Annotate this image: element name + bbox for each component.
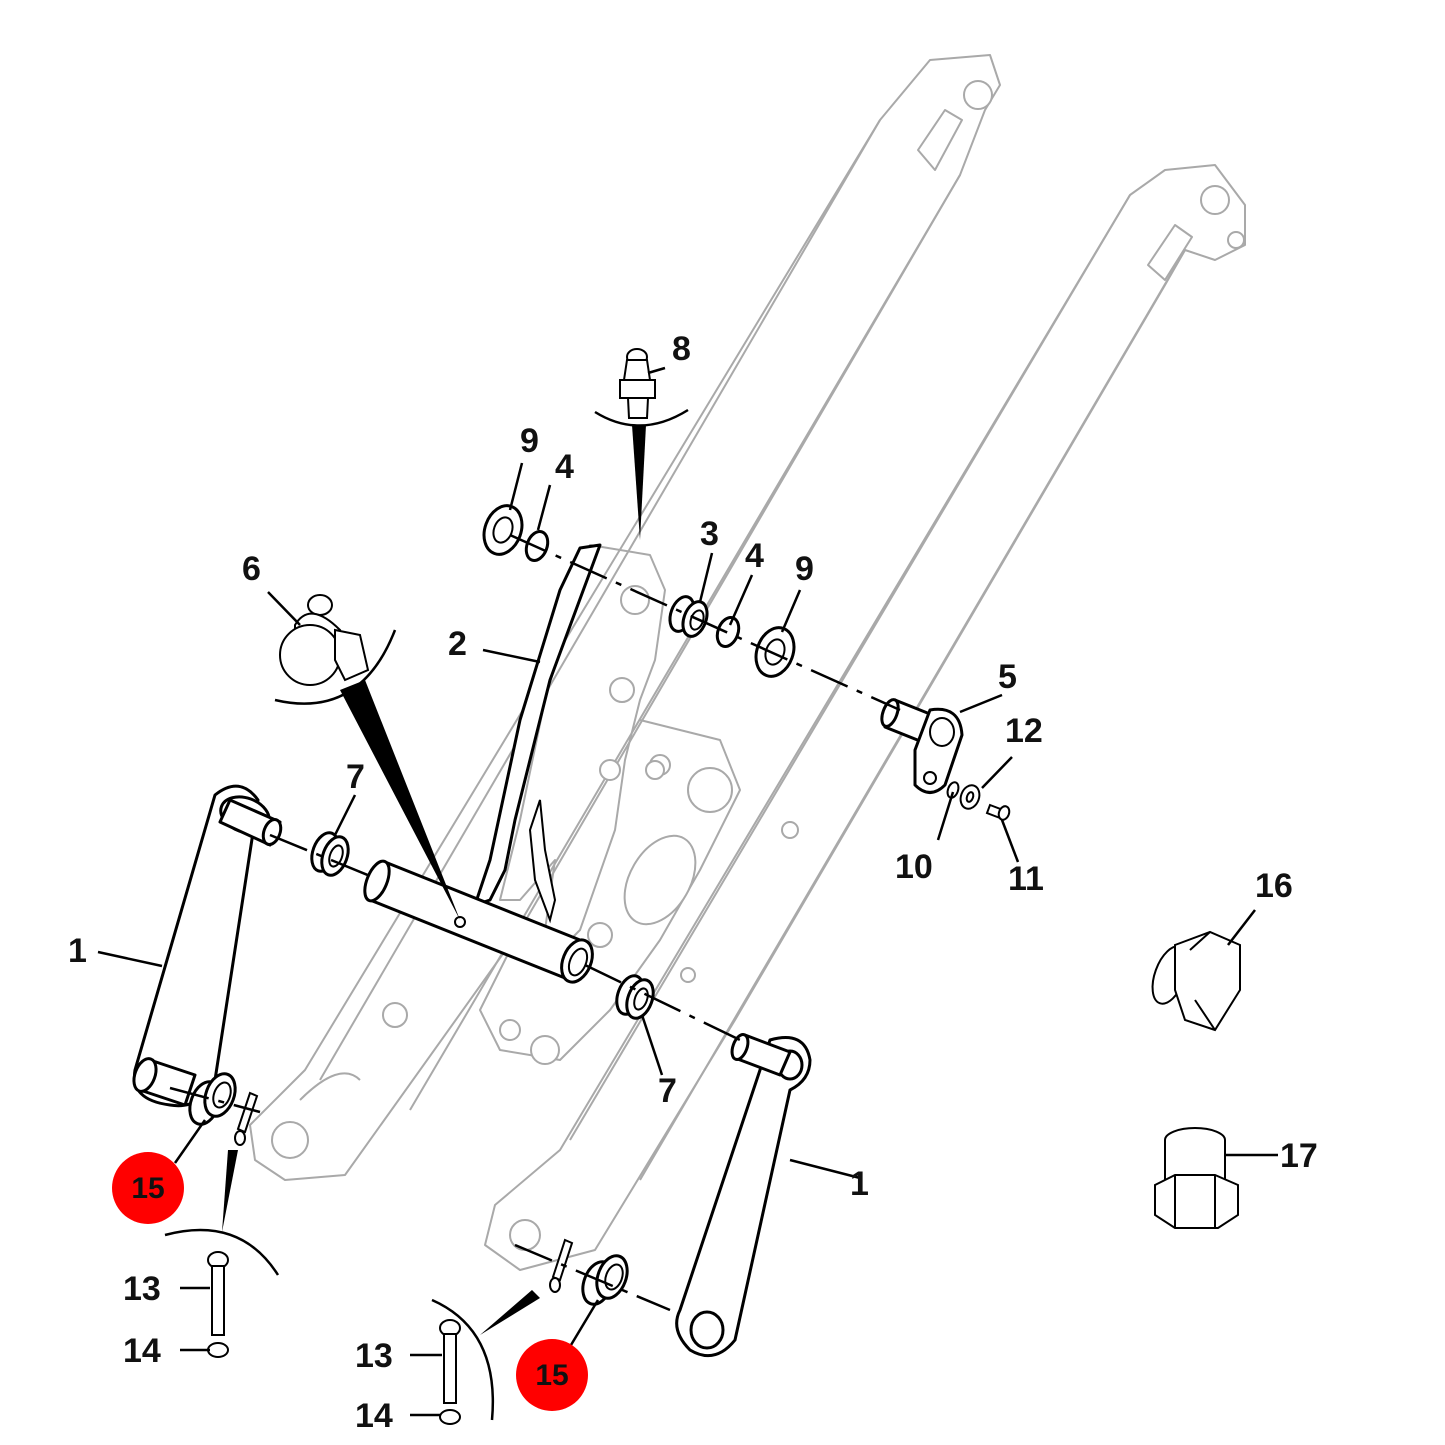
loader-arm-right-outline: [484, 164, 1246, 1271]
callout-1-right: 1: [850, 1165, 869, 1203]
callout-5: 5: [998, 658, 1017, 696]
loader-arm-left-outline: [249, 54, 1001, 1181]
bushing-15-left: [188, 1072, 237, 1126]
callout-16: 16: [1255, 867, 1293, 905]
link-plate: [473, 543, 666, 951]
hardware-10-11-12: [946, 781, 1011, 821]
leader-lines: [97, 366, 1278, 1417]
washer-9-upper: [482, 504, 524, 556]
highlight-marker-15-right: [516, 1339, 588, 1411]
bushing-7-lower: [615, 974, 655, 1020]
plug-16: [1151, 930, 1241, 1032]
link-arm-right: [675, 1033, 812, 1358]
callout-8: 8: [672, 330, 691, 368]
callout-12: 12: [1005, 712, 1043, 750]
callout-14-right: 14: [355, 1397, 393, 1435]
highlight-marker-15-left: [112, 1152, 184, 1224]
assembly-axes: [169, 533, 901, 1312]
callout-14-left: 14: [123, 1332, 161, 1370]
callout-9-lower: 9: [795, 550, 814, 588]
callout-13-left: 13: [123, 1270, 161, 1308]
bushing-7-upper: [310, 831, 350, 877]
callout-3: 3: [700, 515, 719, 553]
callout-4-lower: 4: [745, 537, 764, 575]
callout-6: 6: [242, 550, 261, 588]
callout-15-right: 15: [535, 1359, 568, 1392]
callout-9-upper: 9: [520, 422, 539, 460]
callout-4-upper: 4: [555, 448, 574, 486]
washer-9-lower: [754, 626, 796, 678]
callout-1-left: 1: [68, 932, 87, 970]
grease-nipple-8: [594, 348, 689, 540]
bushing-15-right: [581, 1254, 629, 1306]
callout-11: 11: [1008, 860, 1044, 898]
pivot-pin-5: [880, 698, 964, 794]
o-ring-4-lower: [715, 615, 741, 649]
cross-tube: [363, 859, 594, 984]
link-arm-left: [132, 784, 283, 1108]
callout-15-left: 15: [131, 1172, 164, 1205]
callout-17: 17: [1280, 1137, 1318, 1175]
adapter-17: [1154, 1127, 1239, 1229]
callout-7-lower: 7: [658, 1072, 677, 1110]
bolt-nut-13-14-left: [164, 1091, 280, 1358]
bushing-3: [668, 595, 709, 638]
bolt-nut-13-14-right: [431, 1238, 574, 1425]
callout-13-right: 13: [355, 1337, 393, 1375]
grease-nipple-6: [274, 594, 460, 920]
callout-7-upper: 7: [346, 758, 365, 796]
callout-10: 10: [895, 848, 933, 886]
callout-2: 2: [448, 625, 467, 663]
